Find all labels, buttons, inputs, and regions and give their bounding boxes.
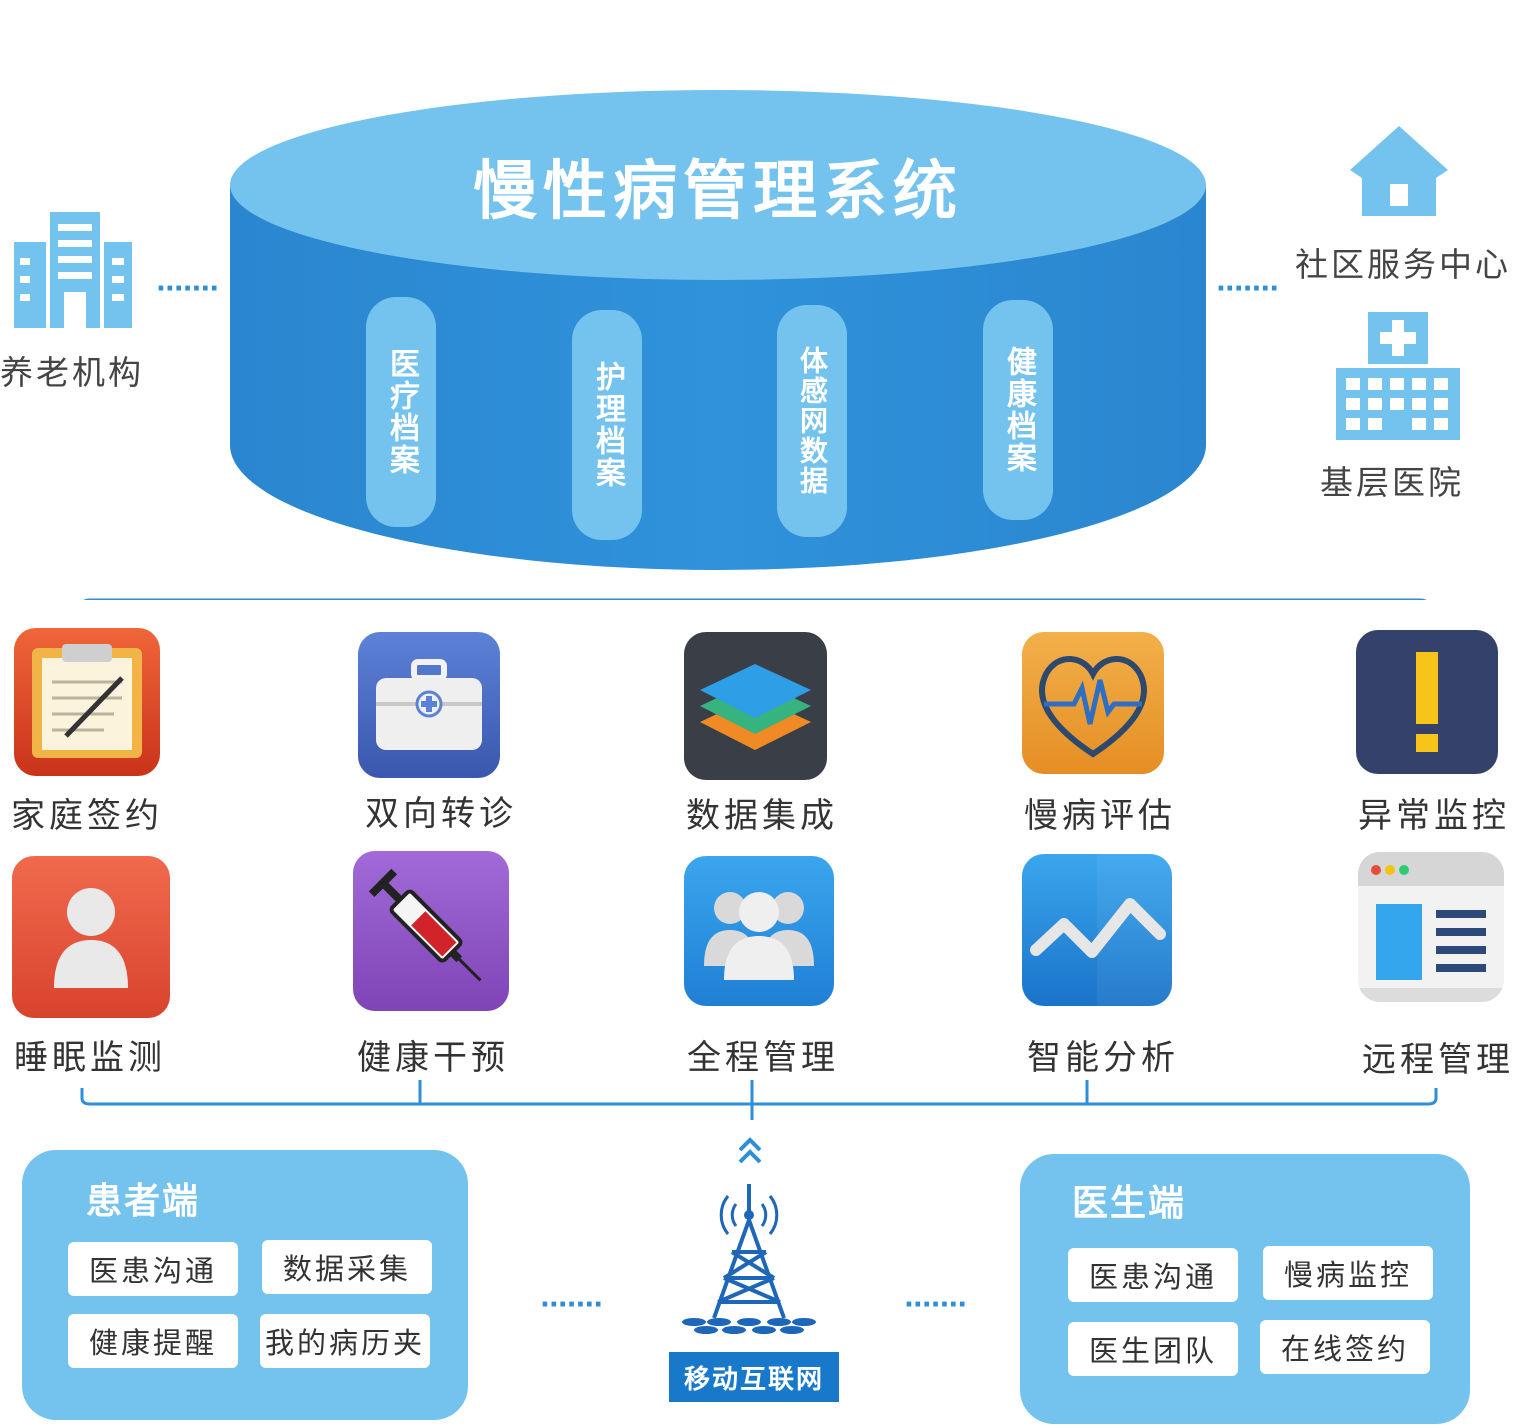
feature-label-chronic-assessment: 慢病评估 — [1024, 796, 1176, 836]
connector-dots-bottom-left: ······· — [540, 1290, 603, 1320]
patient-chip-health-reminder[interactable]: 健康提醒 — [68, 1314, 238, 1368]
community-center-label: 社区服务中心 — [1295, 245, 1511, 284]
feature-label-referral: 双向转诊 — [365, 794, 517, 834]
doctor-chip-online-contract[interactable]: 在线签约 — [1260, 1320, 1430, 1374]
patient-chip-data-collection[interactable]: 数据采集 — [262, 1240, 432, 1294]
feature-label-data-integration: 数据集成 — [686, 796, 838, 836]
layers-icon[interactable] — [684, 632, 827, 780]
doctor-panel-title: 医生端 — [1072, 1183, 1187, 1224]
user-icon[interactable] — [12, 856, 170, 1018]
feature-label-sleep-monitoring: 睡眠监测 — [14, 1038, 166, 1078]
connector-dots-bottom-right: ······· — [904, 1290, 967, 1320]
patient-panel-title: 患者端 — [86, 1181, 201, 1222]
medical-kit-icon[interactable] — [358, 632, 500, 778]
building-icon — [14, 212, 132, 328]
feature-label-smart-analysis: 智能分析 — [1027, 1038, 1179, 1078]
archive-sensor-data: 体感网数据 — [777, 305, 847, 537]
feature-label-family-contract: 家庭签约 — [11, 796, 163, 836]
doctor-panel: 医生端 医患沟通 慢病监控 医生团队 在线签约 — [1020, 1154, 1470, 1424]
feature-label-anomaly-monitoring: 异常监控 — [1358, 796, 1510, 836]
lower-bracket — [80, 1080, 1438, 1164]
nursing-home-label: 养老机构 — [0, 353, 144, 392]
system-cylinder — [83, 90, 1427, 600]
clipboard-icon[interactable] — [14, 628, 160, 776]
feature-label-remote-management: 远程管理 — [1362, 1040, 1514, 1080]
connector-dots-right: ······· — [1216, 274, 1279, 304]
house-icon — [1350, 126, 1448, 216]
browser-window-icon[interactable] — [1358, 852, 1504, 1002]
exclamation-icon[interactable] — [1356, 630, 1498, 774]
archive-nursing: 护理档案 — [572, 310, 642, 540]
feature-label-health-intervention: 健康干预 — [357, 1038, 509, 1078]
signal-tower-icon — [682, 1184, 816, 1334]
hospital-icon — [1336, 312, 1460, 440]
patient-panel: 患者端 医患沟通 数据采集 健康提醒 我的病历夹 — [22, 1150, 468, 1420]
doctor-chip-chronic-monitoring[interactable]: 慢病监控 — [1263, 1246, 1433, 1300]
trend-chart-icon[interactable] — [1022, 854, 1172, 1006]
connector-dots-left: ······· — [156, 274, 219, 304]
syringe-icon[interactable] — [353, 851, 509, 1011]
patient-chip-doctor-communication[interactable]: 医患沟通 — [68, 1242, 238, 1296]
network-label: 移动互联网 — [669, 1352, 839, 1402]
archive-health: 健康档案 — [983, 300, 1053, 520]
system-title: 慢性病管理系统 — [473, 155, 963, 229]
group-icon[interactable] — [684, 856, 834, 1006]
archive-medical: 医疗档案 — [366, 297, 436, 527]
primary-hospital-label: 基层医院 — [1320, 463, 1464, 502]
doctor-chip-doctor-team[interactable]: 医生团队 — [1068, 1322, 1238, 1376]
heart-pulse-icon[interactable] — [1022, 632, 1164, 774]
doctor-chip-patient-communication[interactable]: 医患沟通 — [1068, 1248, 1238, 1302]
feature-label-full-management: 全程管理 — [687, 1038, 839, 1078]
patient-chip-medical-records[interactable]: 我的病历夹 — [260, 1314, 430, 1368]
